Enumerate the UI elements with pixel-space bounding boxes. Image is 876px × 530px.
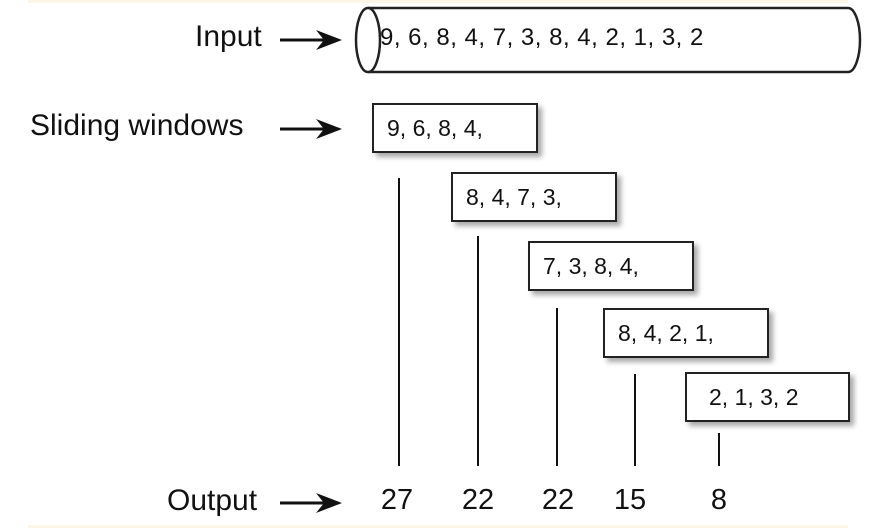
sliding-arrow-icon [280, 119, 342, 139]
connector-line-5 [718, 433, 720, 466]
sliding-windows-label: Sliding windows [30, 109, 244, 142]
output-label: Output [167, 484, 258, 517]
connector-line-1 [398, 178, 400, 466]
input-sequence: 9, 6, 8, 4, 7, 3, 8, 4, 2, 1, 3, 2 [380, 24, 704, 51]
output-value-1: 27 [380, 484, 414, 516]
input-arrow-icon [280, 30, 342, 50]
window-2: 8, 4, 7, 3, [451, 172, 617, 222]
output-value-4: 15 [613, 484, 647, 516]
output-value-3: 22 [541, 484, 575, 516]
connector-line-3 [556, 308, 558, 466]
window-1: 9, 6, 8, 4, [372, 103, 538, 153]
input-cylinder [354, 6, 862, 74]
output-arrow-icon [280, 493, 342, 513]
window-3: 7, 3, 8, 4, [528, 241, 694, 291]
top-border [28, 0, 848, 3]
output-value-5: 8 [710, 484, 728, 516]
connector-line-4 [634, 374, 636, 466]
bottom-border [28, 525, 848, 528]
window-5: 2, 1, 3, 2 [685, 372, 850, 422]
input-label: Input [195, 20, 262, 53]
output-value-2: 22 [461, 484, 495, 516]
connector-line-2 [477, 236, 479, 466]
window-4: 8, 4, 2, 1, [603, 308, 769, 358]
